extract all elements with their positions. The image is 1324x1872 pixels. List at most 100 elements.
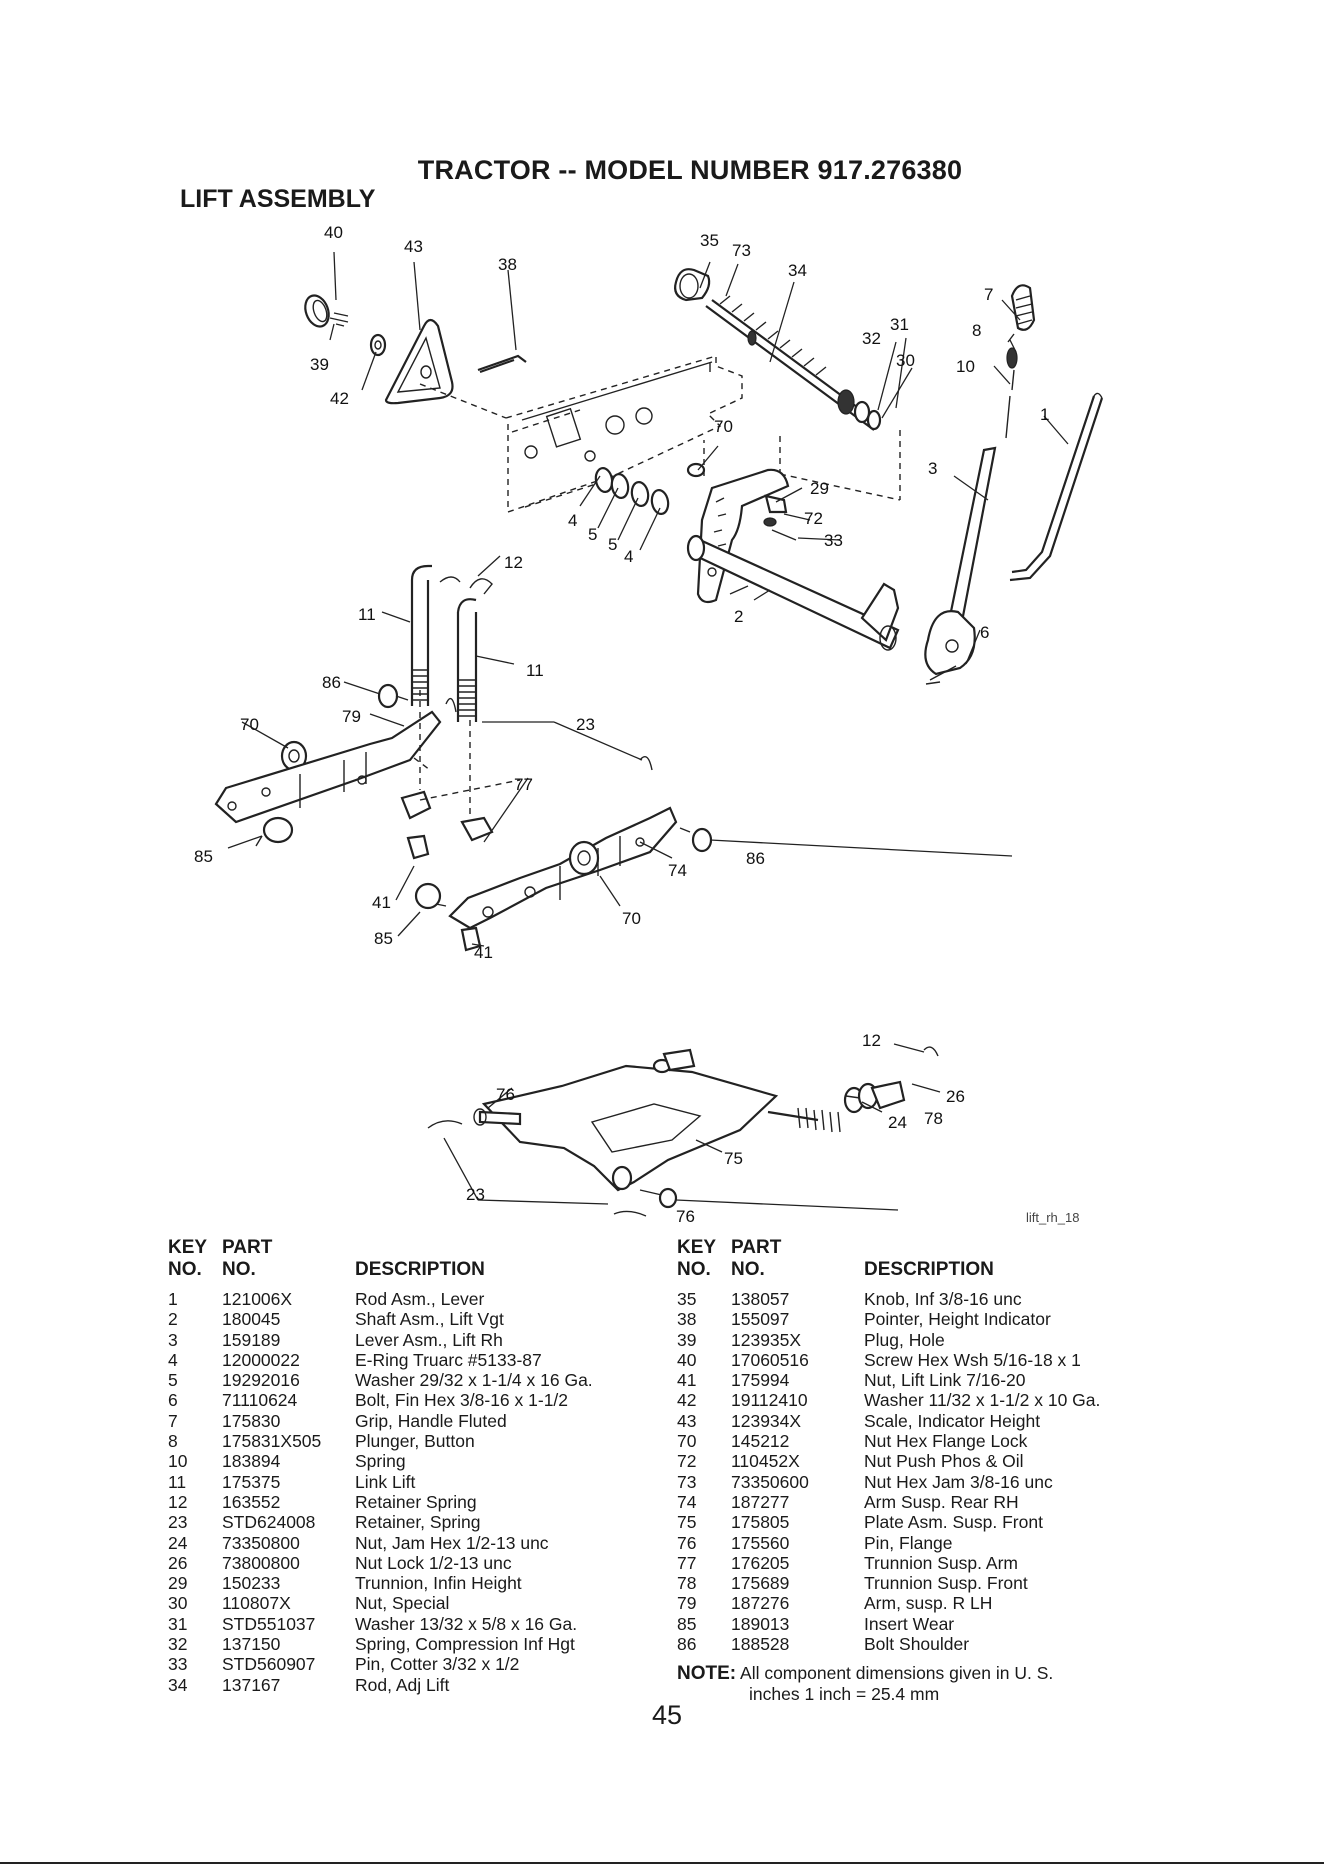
callout-32: 32 [862, 329, 881, 348]
callout-70-top: 70 [714, 417, 733, 436]
key-number: 73 [677, 1471, 697, 1492]
callout-12-top: 12 [504, 553, 523, 572]
callout-70-right: 70 [622, 909, 641, 928]
trunnion-susp-arm [400, 690, 521, 842]
key-number: 30 [168, 1593, 188, 1614]
part-description: Arm Susp. Rear RH [864, 1491, 1019, 1512]
header-key: KEY [168, 1237, 208, 1258]
key-number: 26 [168, 1552, 188, 1573]
rod-dashed-guide [779, 430, 901, 501]
part-description: Shaft Asm., Lift Vgt [355, 1309, 504, 1330]
callout-11-right: 11 [526, 661, 544, 680]
callout-23-bottom: 23 [466, 1185, 485, 1204]
part-number: 137150 [222, 1634, 281, 1655]
key-number: 70 [677, 1431, 697, 1452]
callout-78: 78 [924, 1109, 943, 1128]
part-number: 138057 [731, 1289, 790, 1309]
part-description: Nut Push Phos & Oil [864, 1451, 1024, 1472]
callout-labels: 40 43 38 39 42 35 73 34 7 8 10 32 31 30 … [194, 223, 1079, 1226]
part-description: Bolt Shoulder [864, 1634, 970, 1655]
callout-86-right: 86 [746, 849, 765, 868]
part-description: Lever Asm., Lift Rh [355, 1329, 503, 1350]
part-number: 188528 [731, 1634, 790, 1655]
lift-lever [924, 446, 997, 685]
callout-24: 24 [888, 1113, 907, 1132]
dimension-note: NOTE: All component dimensions given in … [677, 1663, 1053, 1704]
key-number: 3 [168, 1329, 178, 1350]
part-description: Pin, Flange [864, 1532, 953, 1553]
part-number: 163552 [222, 1491, 281, 1512]
key-number: 86 [677, 1634, 697, 1655]
key-number: 23 [168, 1512, 188, 1533]
callout-7: 7 [984, 285, 993, 304]
key-number: 4 [168, 1349, 178, 1370]
height-indicator-scale [384, 318, 454, 405]
header-part: PART [731, 1237, 782, 1258]
lift-shaft [686, 468, 900, 651]
key-number: 72 [677, 1451, 697, 1472]
part-number: 110452X [731, 1451, 800, 1472]
key-number: 6 [168, 1390, 178, 1411]
key-number: 34 [168, 1674, 188, 1695]
callout-85-left: 85 [194, 847, 213, 866]
part-description: Rod Asm., Lever [355, 1289, 485, 1309]
part-number: 17060516 [731, 1349, 809, 1370]
leader-lines [227, 251, 1069, 1211]
e-ring-washers [594, 467, 670, 515]
part-description: Trunnion Susp. Front [864, 1573, 1028, 1594]
part-description: Arm, susp. R LH [864, 1593, 993, 1614]
key-number: 40 [677, 1349, 697, 1370]
part-number: 187277 [731, 1491, 790, 1512]
callout-5-b: 5 [608, 535, 617, 554]
callout-39: 39 [310, 355, 329, 374]
key-number: 79 [677, 1593, 697, 1614]
part-number: 159189 [222, 1329, 281, 1350]
callout-38: 38 [498, 255, 517, 274]
part-description: Washer 11/32 x 1-1/2 x 10 Ga. [864, 1390, 1101, 1411]
callout-8: 8 [972, 321, 981, 340]
part-description: E-Ring Truarc #5133-87 [355, 1349, 542, 1370]
section-title: LIFT ASSEMBLY [180, 185, 376, 213]
part-number: 176205 [731, 1552, 790, 1573]
part-number: 183894 [222, 1451, 281, 1472]
part-description: Insert Wear [864, 1613, 955, 1634]
key-number: 29 [168, 1573, 188, 1594]
callout-31: 31 [890, 315, 909, 334]
flange-nut-right [568, 840, 600, 876]
part-description: Bolt, Fin Hex 3/8-16 x 1-1/2 [355, 1390, 569, 1411]
frame-side-plate [419, 355, 743, 513]
header-part-no: NO. [731, 1259, 765, 1280]
part-description: Pointer, Height Indicator [864, 1309, 1051, 1330]
part-description: Washer 13/32 x 5/8 x 16 Ga. [355, 1613, 578, 1634]
key-number: 10 [168, 1451, 188, 1472]
key-number: 75 [677, 1512, 697, 1533]
part-description: Rod, Adj Lift [355, 1674, 450, 1695]
lever-rod [1009, 392, 1104, 582]
part-number: 175560 [731, 1532, 790, 1553]
part-description: Nut Hex Jam 3/8-16 unc [864, 1471, 1053, 1492]
plunger-spring [1005, 333, 1018, 439]
header-part: PART [222, 1237, 273, 1258]
key-number: 7 [168, 1410, 178, 1431]
callout-2: 2 [734, 607, 743, 626]
part-description: Pin, Cotter 3/32 x 1/2 [355, 1654, 520, 1675]
shoulder-bolt-left [377, 683, 409, 709]
callout-3: 3 [928, 459, 937, 478]
part-description: Washer 29/32 x 1-1/4 x 16 Ga. [355, 1370, 593, 1391]
part-number: 12000022 [222, 1349, 300, 1370]
part-number: STD560907 [222, 1654, 316, 1675]
callout-86-left: 86 [322, 673, 341, 692]
part-number: 189013 [731, 1613, 790, 1634]
shoulder-bolt-right [679, 827, 713, 853]
key-number: 32 [168, 1634, 188, 1655]
key-number: 5 [168, 1370, 178, 1391]
part-description: Trunnion Susp. Arm [864, 1552, 1019, 1573]
key-number: 31 [168, 1613, 188, 1634]
callout-77: 77 [514, 775, 533, 794]
part-description: Spring, Compression Inf Hgt [355, 1634, 575, 1655]
header-part-no: NO. [222, 1259, 256, 1280]
part-description: Nut Hex Flange Lock [864, 1431, 1028, 1452]
callout-72: 72 [804, 509, 823, 528]
header-no: NO. [677, 1259, 711, 1280]
page-title: TRACTOR -- MODEL NUMBER 917.276380 [417, 155, 963, 185]
